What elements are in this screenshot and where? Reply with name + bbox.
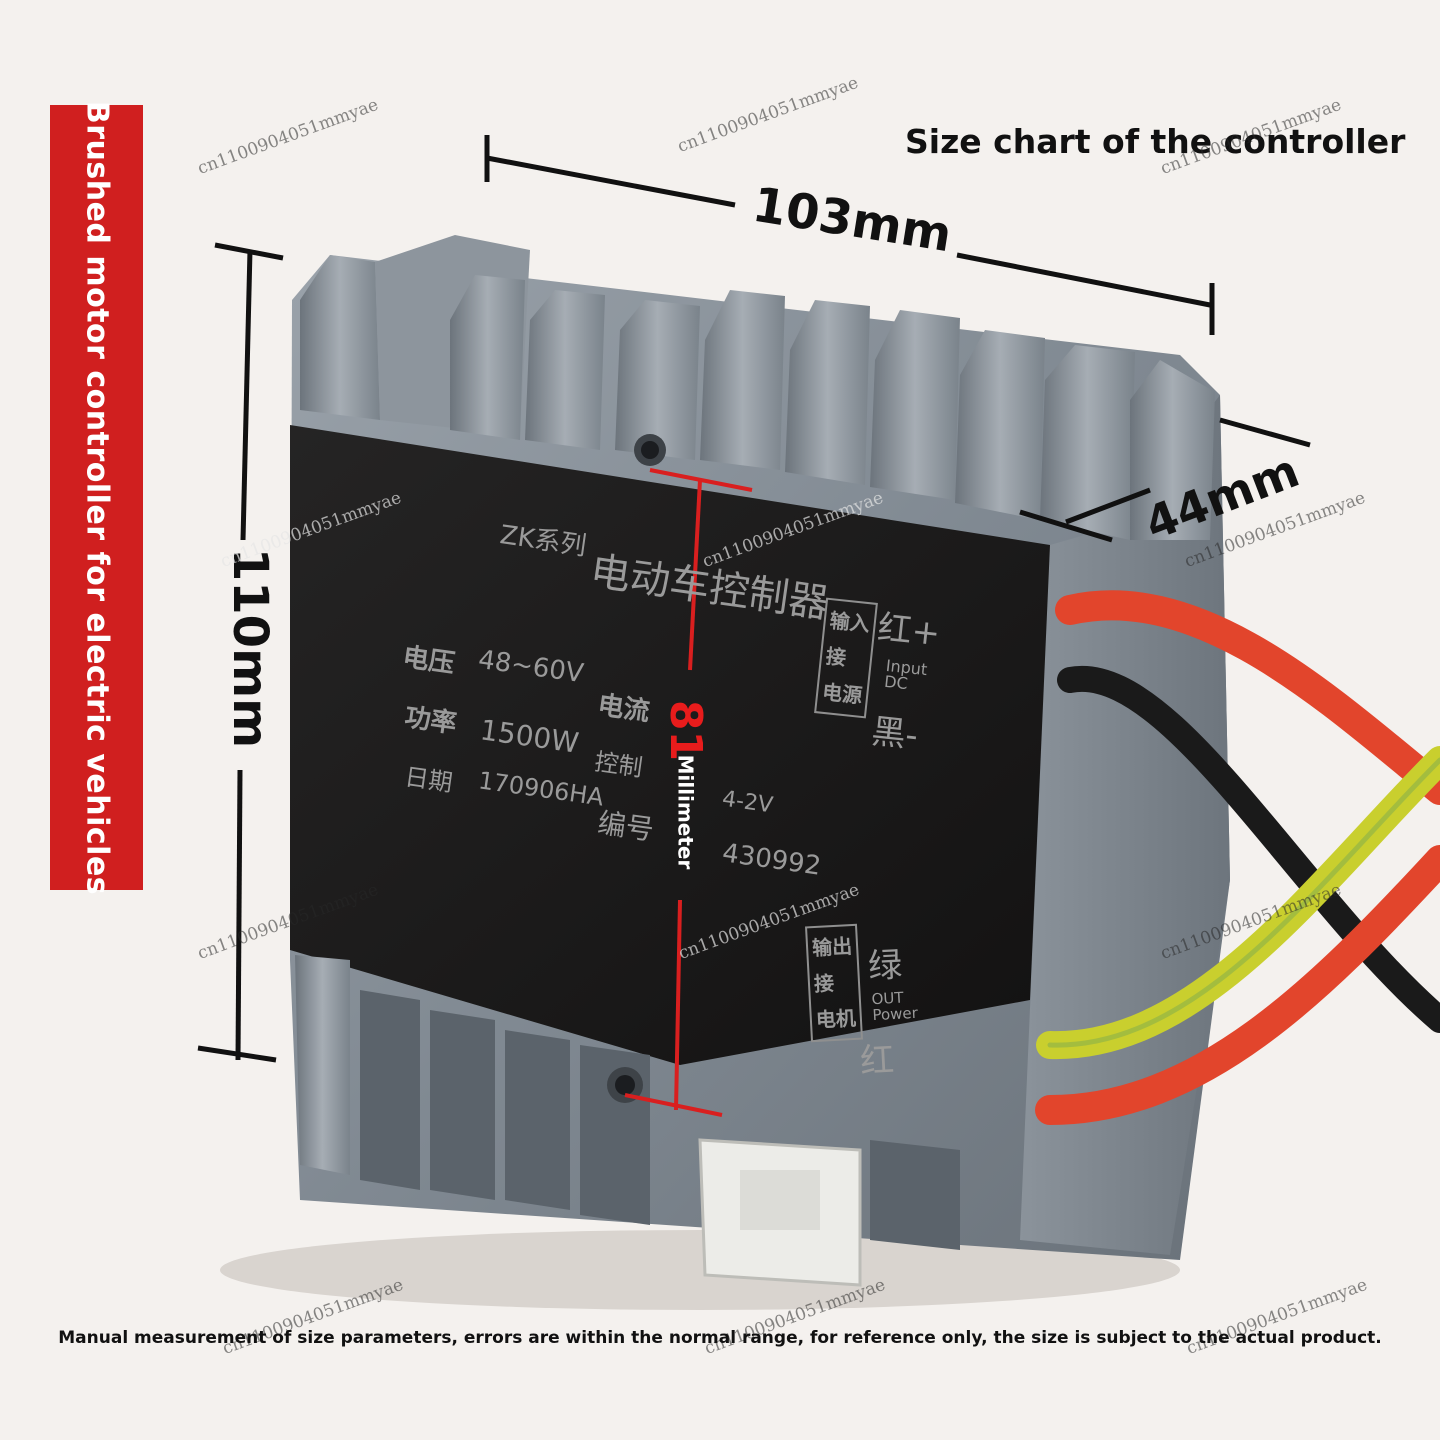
- output-red: 红: [859, 1040, 896, 1082]
- voltage-label: 电压: [400, 642, 457, 680]
- control-label: 控制: [592, 747, 645, 783]
- chart-title: Size chart of the controller: [905, 122, 1406, 161]
- current-label: 电流: [595, 690, 652, 728]
- label-panel: [290, 425, 1050, 1065]
- height-dimension-label: 110mm: [222, 547, 279, 749]
- date-label: 日期: [402, 762, 455, 798]
- power-label: 功率: [402, 702, 459, 740]
- top-fins: [300, 235, 1215, 540]
- output-green: 绿: [867, 945, 904, 987]
- title-banner: Brushed motor controller for electric ve…: [50, 100, 143, 895]
- dimension-lines: [197, 135, 1311, 1063]
- input-black: 黑-: [869, 711, 920, 757]
- inner-measure-line: [624, 468, 753, 1117]
- wires: [1035, 590, 1440, 1125]
- output-box: 输出 接 电机: [805, 923, 863, 1043]
- serial-label: 编号: [595, 806, 656, 847]
- input-text: Input DC: [883, 655, 929, 694]
- inner-dimension-label: 81: [660, 699, 712, 762]
- footer-disclaimer: Manual measurement of size parameters, e…: [58, 1328, 1382, 1348]
- output-text: OUT Power: [871, 988, 919, 1025]
- bottom-fins: [295, 955, 960, 1250]
- input-red: 红+: [875, 607, 943, 655]
- inner-dimension-unit: Millimeter: [673, 754, 698, 870]
